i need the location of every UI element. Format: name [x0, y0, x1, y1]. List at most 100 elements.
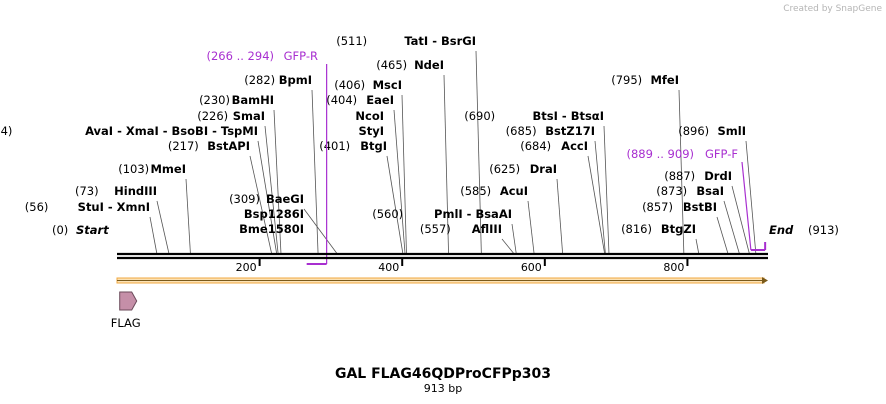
ruler-tick-label: 800 [663, 261, 684, 274]
site-name: BtgI [360, 139, 387, 153]
site-name: AccI [561, 139, 588, 153]
primer-range: (266 .. 294) [207, 49, 275, 63]
site-position: (465) [376, 58, 407, 72]
site-name: MmeI [150, 162, 186, 176]
primers: GFP-R(266 .. 294)GFP-F(889 .. 909) [207, 49, 767, 265]
site-line [185, 178, 191, 255]
site-line [723, 200, 740, 255]
site-position: (625) [489, 162, 520, 176]
site-line [695, 238, 700, 255]
site-line [475, 50, 482, 255]
site-name: BsaI [696, 184, 724, 198]
site-name: Bsp1286I [244, 207, 304, 221]
site-position: (560) [372, 207, 403, 221]
site-line [603, 125, 610, 255]
site-position: (685) [506, 124, 537, 138]
site-position: (309) [229, 192, 260, 206]
site-name: BpmI [279, 73, 312, 87]
site-line [745, 140, 757, 255]
site-line [511, 223, 517, 255]
site-line [678, 89, 685, 255]
site-position: (56) [25, 200, 49, 214]
site-name: DrdI [704, 169, 732, 183]
site-name: DraI [530, 162, 557, 176]
site-position: (816) [621, 222, 652, 236]
site-name: BtgZI [661, 222, 696, 236]
site-position: (226) [197, 109, 228, 123]
site-line [587, 155, 606, 255]
site-name: PmlI - BsaAI [434, 207, 512, 221]
site-name: EaeI [366, 93, 394, 107]
site-name: SmlI [718, 124, 747, 138]
start-label: Start [76, 223, 109, 237]
site-line [303, 208, 338, 255]
site-line [594, 140, 606, 255]
site-name: AvaI - XmaI - BsoBI - TspMI [85, 124, 258, 138]
site-position: (557) [420, 222, 451, 236]
site-position: (217) [168, 139, 199, 153]
site-position: (795) [611, 73, 642, 87]
site-name: BtsI - BtsαI [533, 109, 604, 123]
site-line [257, 140, 278, 255]
site-position: (511) [336, 34, 367, 48]
features: FLAG [111, 291, 141, 330]
primer-connector [741, 161, 752, 251]
primer-name: GFP-F [705, 147, 738, 161]
orf-arrowhead [762, 277, 768, 284]
site-position: (401) [319, 139, 350, 153]
site-line [249, 155, 273, 255]
site-position: (585) [460, 184, 491, 198]
site-name: Bme1580I [239, 222, 304, 236]
site-name: SmaI [233, 109, 265, 123]
site-name: NdeI [414, 58, 444, 72]
ruler: 200 400 600 800 [236, 258, 689, 274]
site-line [393, 109, 406, 255]
site-line [527, 200, 535, 255]
end-position: (913) [808, 223, 839, 237]
site-position: (887) [664, 169, 695, 183]
site-name: AflIII [472, 222, 502, 236]
sequence-length: 913 bp [424, 382, 462, 395]
site-position: (684) [520, 139, 551, 153]
primer-bar [750, 242, 767, 251]
site-position: (282) [244, 73, 275, 87]
site-position: (857) [642, 200, 673, 214]
site-line [273, 109, 282, 255]
site-position: (690) [464, 109, 495, 123]
feature-arrow [119, 291, 138, 311]
feature-label: FLAG [111, 316, 141, 330]
site-line [443, 74, 449, 255]
ruler-tick-label: 400 [378, 261, 399, 274]
site-line [386, 155, 404, 255]
site-name: NcoI [355, 109, 384, 123]
site-name: HindIII [114, 184, 157, 198]
site-position: (896) [678, 124, 709, 138]
site-name: BaeGI [266, 192, 304, 206]
site-name: MfeI [650, 73, 679, 87]
site-line [716, 216, 729, 255]
site-position: (406) [334, 78, 365, 92]
ruler-tick-label: 600 [521, 261, 542, 274]
site-position: (230) [199, 93, 230, 107]
ruler-tick-label: 200 [236, 261, 257, 274]
site-line [731, 185, 750, 255]
site-name: BamHI [232, 93, 274, 107]
site-name: BstZ17I [545, 124, 595, 138]
site-line [149, 216, 158, 255]
site-line [556, 178, 564, 255]
site-line [264, 125, 279, 255]
site-name: TatI - BsrGI [404, 34, 476, 48]
site-name: StuI - XmnI [78, 200, 150, 214]
primer-range: (889 .. 909) [627, 147, 695, 161]
site-position: (103) [118, 162, 149, 176]
start-position: (0) [52, 223, 68, 237]
site-name: BstBI [683, 200, 717, 214]
site-position: (224) [0, 124, 12, 138]
credit-text: Created by SnapGene [783, 4, 882, 14]
site-position: (873) [656, 184, 687, 198]
orf-track [116, 277, 768, 284]
site-name: MscI [373, 78, 402, 92]
end-label: End [769, 223, 794, 237]
